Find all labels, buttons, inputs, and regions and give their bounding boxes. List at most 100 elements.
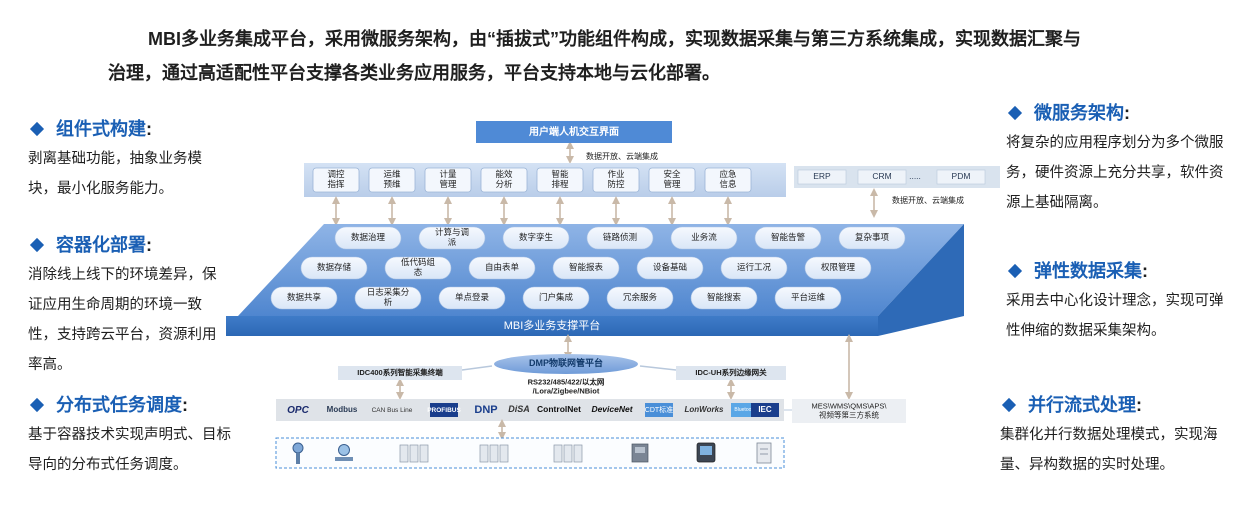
protocol-logo-label: DiSA <box>508 404 530 414</box>
platform-capsule <box>774 286 842 310</box>
platform-capsule-label: 业务流 <box>691 232 717 242</box>
display-terminal-icon <box>700 446 712 455</box>
idcuh-label: IDC-UH系列边缘网关 <box>695 367 767 377</box>
platform-capsule-label: 日志采集分析 <box>367 287 410 307</box>
platform-capsule-label: 链路侦测 <box>603 232 637 242</box>
platform-capsule <box>418 226 486 250</box>
platform-capsule <box>754 226 822 250</box>
io-module-icon <box>499 444 509 463</box>
data-acquisition-icon <box>563 444 573 463</box>
feature-component-build: 组件式构建: 剥离基础功能，抽象业务模块，最小化服务能力。 <box>28 116 228 204</box>
feature-title: 容器化部署 <box>56 235 146 255</box>
feature-colon: : <box>1124 103 1130 123</box>
app-module <box>704 167 752 193</box>
platform-capsule <box>720 256 788 280</box>
plc-module-icon <box>409 444 419 463</box>
external-system-box <box>857 169 907 185</box>
feature-title: 组件式构建 <box>56 119 146 139</box>
protocol-logo-label: PROFIBUS <box>427 407 461 414</box>
platform-capsule-label: 数据治理 <box>351 232 386 242</box>
platform-front <box>226 316 878 336</box>
platform-capsule <box>804 256 872 280</box>
feature-colon: : <box>146 119 152 139</box>
feature-containerized-deploy: 容器化部署: 消除线上线下的环境差异，保证应用生命周期的环境一致性，支持跨云平台… <box>28 232 228 380</box>
controller-icon <box>635 447 645 453</box>
protocol-logo-badge <box>751 403 779 417</box>
platform-capsule-label: 低代码组态 <box>401 257 436 277</box>
idc400-label: IDC400系列智能采集终端 <box>357 367 443 377</box>
idcuh-box <box>676 366 786 380</box>
platform-capsule-label: 数据共享 <box>287 292 322 302</box>
platform-capsule-label: 自由表单 <box>485 262 520 272</box>
platform-capsule-label: 智能告警 <box>771 232 806 242</box>
feature-desc: 消除线上线下的环境差异，保证应用生命周期的环境一致性，支持跨云平台，资源利用率高… <box>28 267 217 373</box>
flow-meter-icon <box>338 444 350 456</box>
platform-capsule-label: 数据存储 <box>317 262 352 272</box>
ui-bar-label: 用户端人机交互界面 <box>528 125 619 138</box>
idc400-box <box>338 366 462 380</box>
dmp-platform <box>494 354 638 374</box>
platform-capsule-label: 权限管理 <box>821 262 856 272</box>
app-module <box>592 167 640 193</box>
data-acquisition-icon <box>573 444 583 463</box>
protocol-logo-label: LonWorks <box>685 405 725 414</box>
app-module-label: 能效分析 <box>495 169 513 189</box>
feature-colon: : <box>146 235 152 255</box>
platform-capsule <box>354 286 422 310</box>
app-module <box>536 167 584 193</box>
note-right: 数据开放、云端集成 <box>892 195 964 205</box>
external-system-box <box>936 169 986 185</box>
feature-desc: 集群化并行数据处理模式，实现海量、异构数据的实时处理。 <box>1000 427 1218 473</box>
app-module <box>480 167 528 193</box>
app-module-label: 安全管理 <box>663 169 681 189</box>
intro-line-2: 治理，通过高适配性平台支撑各类业务应用服务，平台支持本地与云化部署。 <box>108 63 720 83</box>
plc-module-icon <box>419 444 429 463</box>
intro-paragraph: MBI多业务集成平台，采用微服务架构，由“插拔式”功能组件构成，实现数据采集与第… <box>108 22 1148 90</box>
plc-module-icon <box>399 444 409 463</box>
feature-title: 分布式任务调度 <box>56 395 182 415</box>
platform-capsule-label: 数字孪生 <box>519 232 554 242</box>
platform-capsule <box>468 256 536 280</box>
platform-capsule <box>270 286 338 310</box>
feature-title: 弹性数据采集 <box>1034 261 1142 281</box>
platform-capsule-label: 冗余服务 <box>623 292 658 302</box>
platform-capsule-label: 设备基础 <box>653 262 687 272</box>
protocol-logo-label: Bluetooth <box>734 407 755 413</box>
protocol-logo-label: DeviceNet <box>591 404 633 414</box>
pressure-sensor-icon <box>296 453 300 464</box>
app-module-label: 应急信息 <box>719 169 737 189</box>
data-acquisition-icon <box>553 444 563 463</box>
platform-capsule <box>838 226 906 250</box>
io-module-icon <box>479 444 489 463</box>
note-top: 数据开放、云端集成 <box>586 151 658 161</box>
third-party-label: MES\WMS\QMS\APS\视频等第三方系统 <box>811 401 887 419</box>
protocol-logo-badge <box>430 403 458 417</box>
app-module <box>424 167 472 193</box>
platform-capsule-label: 平台运维 <box>791 292 826 302</box>
feature-colon: : <box>1136 395 1142 415</box>
connector-line <box>461 365 493 371</box>
platform-capsule <box>670 226 738 250</box>
external-system-label: CRM <box>872 171 891 181</box>
platform-capsule <box>502 226 570 250</box>
platform-capsule <box>522 286 590 310</box>
protocol-logo-label: OPC <box>287 405 309 416</box>
protocol-logo-label: CAN Bus Line <box>372 407 413 414</box>
ui-bar <box>476 121 672 143</box>
feature-desc: 基于容器技术实现声明式、目标导向的分布式任务调度。 <box>28 427 231 473</box>
external-system-box <box>797 169 847 185</box>
intro-line-1: MBI多业务集成平台，采用微服务架构，由“插拔式”功能组件构成，实现数据采集与第… <box>148 29 1081 49</box>
platform-capsule-label: 门户集成 <box>539 292 574 302</box>
external-system-label: PDM <box>952 171 971 181</box>
pressure-sensor-icon <box>292 442 304 454</box>
platform-capsule <box>636 256 704 280</box>
protocol-logo-badge <box>645 403 673 417</box>
platform-capsule-label: 单点登录 <box>455 292 490 302</box>
feature-colon: : <box>182 395 188 415</box>
platform-capsule <box>438 286 506 310</box>
protocol-logo-label: Modbus <box>327 405 358 414</box>
feature-desc: 剥离基础功能，抽象业务模块，最小化服务能力。 <box>28 151 202 197</box>
platform-capsule <box>384 256 452 280</box>
feature-desc: 采用去中心化设计理念，实现可弹性伸缩的数据采集架构。 <box>1006 293 1224 339</box>
